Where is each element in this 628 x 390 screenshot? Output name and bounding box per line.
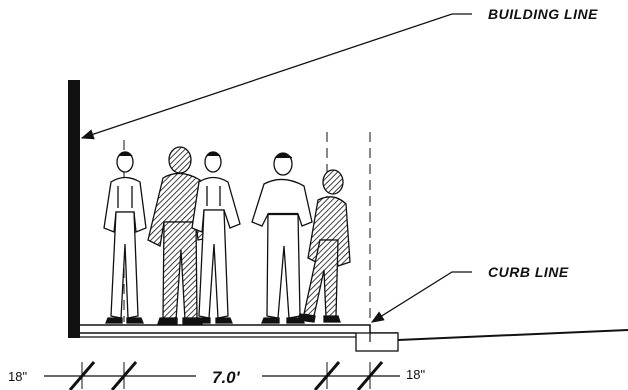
pedestrian-3	[191, 151, 241, 324]
dimension-tick-2	[110, 361, 138, 390]
building-line-label: BUILDING LINE	[488, 6, 598, 22]
pedestrian-4	[251, 152, 313, 324]
left-buffer-dimension: 18"	[8, 369, 27, 384]
building-line-callout: BUILDING LINE	[80, 6, 598, 140]
curb-line-label: CURB LINE	[488, 264, 569, 280]
clear-path-dimension: 7.0'	[212, 368, 241, 387]
dimension-tick-3	[313, 361, 341, 390]
pedestrian-5	[297, 169, 351, 323]
dimension-tick-4	[356, 361, 384, 390]
right-buffer-dimension: 18"	[406, 367, 425, 382]
dimension-tick-1	[68, 361, 96, 390]
reference-lines	[123, 132, 371, 322]
building-wall	[68, 80, 80, 338]
pedestrians	[103, 146, 351, 325]
sidewalk-slab	[80, 324, 360, 338]
curb	[355, 324, 399, 352]
pedestrian-1	[103, 151, 147, 324]
curb-line-callout: CURB LINE	[370, 264, 569, 323]
road-surface	[397, 329, 628, 341]
dimension-line: 18" 7.0' 18"	[8, 361, 425, 390]
pedestrian-2	[147, 146, 209, 325]
